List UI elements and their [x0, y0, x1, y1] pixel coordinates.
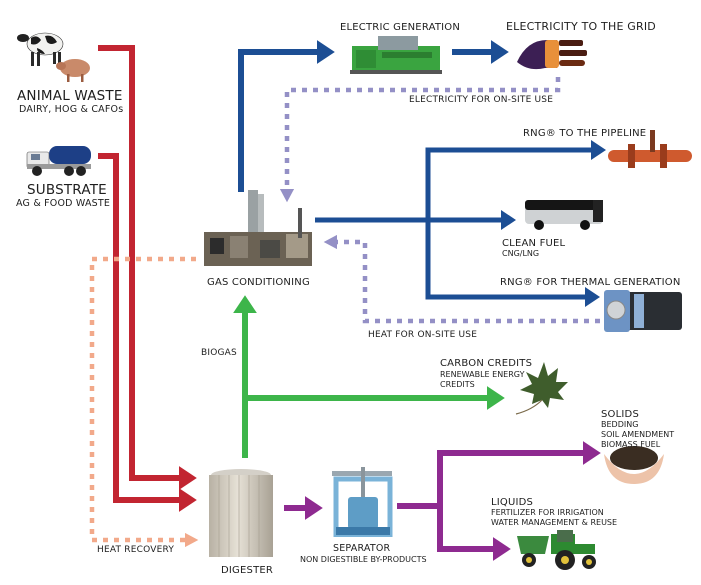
bus-icon	[525, 200, 603, 230]
pipeline-valve-icon	[608, 130, 692, 168]
gas-conditioning-label: GAS CONDITIONING	[207, 277, 310, 288]
cow-pig-icon	[17, 32, 90, 82]
boiler-icon	[604, 290, 682, 332]
arrow-heat-onsite	[323, 234, 600, 324]
heat-onsite-label: HEAT FOR ON-SITE USE	[368, 330, 478, 340]
electricity-grid-label: ELECTRICITY TO THE GRID	[506, 20, 656, 33]
arrow-gas-to-pipeline	[425, 140, 606, 220]
arrow-gas-to-thermal	[425, 220, 600, 307]
rng-thermal-label: RNG® FOR THERMAL GENERATION	[500, 277, 681, 288]
carbon-credits-sublabel-1: RENEWABLE ENERGY	[440, 370, 525, 379]
digester-tank-icon	[209, 469, 273, 557]
arrow-separator-to-liquids	[437, 506, 511, 561]
solids-sublabel-3: BIOMASS FUEL	[601, 440, 661, 449]
biogas-label: BIOGAS	[201, 348, 237, 358]
soil-hands-icon	[604, 446, 664, 484]
clean-fuel-sublabel: CNG/LNG	[502, 249, 540, 258]
animal-waste-title: ANIMAL WASTE	[17, 88, 123, 104]
tanker-truck-icon	[26, 146, 91, 176]
tractor-icon	[517, 530, 596, 570]
arrow-gas-to-electric-generation	[238, 40, 335, 192]
arrow-heat-recovery	[89, 256, 199, 548]
gas-plant-icon	[204, 190, 312, 266]
rng-pipeline-label: RNG® TO THE PIPELINE	[523, 128, 647, 139]
generator-icon	[350, 36, 442, 74]
solids-label: SOLIDS	[601, 409, 639, 420]
carbon-credits-sublabel-2: CREDITS	[440, 380, 475, 389]
separator-label: SEPARATOR	[333, 543, 391, 554]
arrow-separator-to-solids	[397, 441, 601, 509]
press-separator-icon	[332, 467, 393, 537]
electricity-onsite-label: ELECTRICITY FOR ON-SITE USE	[409, 95, 554, 105]
liquids-sublabel-1: FERTILIZER FOR IRRIGATION	[491, 508, 604, 517]
arrow-substrate-to-digester	[98, 153, 197, 512]
power-plug-icon	[517, 40, 587, 70]
substrate-subtitle: AG & FOOD WASTE	[16, 198, 111, 209]
clean-fuel-label: CLEAN FUEL	[502, 238, 566, 249]
carbon-credits-label: CARBON CREDITS	[440, 358, 533, 369]
separator-sublabel: NON DIGESTIBLE BY-PRODUCTS	[300, 555, 427, 564]
digester-label: DIGESTER	[221, 565, 274, 576]
substrate-title: SUBSTRATE	[27, 182, 107, 198]
solids-sublabel-2: SOIL AMENDMENT	[601, 430, 675, 439]
animal-waste-subtitle: DAIRY, HOG & CAFOs	[19, 104, 124, 115]
electric-generation-label: ELECTRIC GENERATION	[340, 22, 461, 33]
maple-leaf-icon	[515, 362, 568, 415]
liquids-label: LIQUIDS	[491, 497, 534, 508]
solids-sublabel-1: BEDDING	[601, 420, 639, 429]
liquids-sublabel-2: WATER MANAGEMENT & REUSE	[491, 518, 618, 527]
arrow-animal-waste-to-digester	[98, 45, 197, 490]
heat-recovery-label: HEAT RECOVERY	[97, 545, 175, 555]
